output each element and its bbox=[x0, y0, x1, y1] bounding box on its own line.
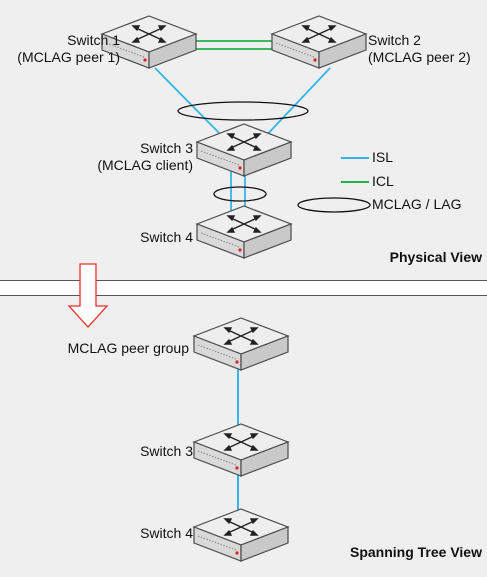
mclag-ellipse bbox=[177, 101, 309, 121]
switch-2-name: Switch 2 bbox=[368, 32, 421, 48]
legend-mclag-ellipse bbox=[297, 197, 371, 213]
st-switch-4-device bbox=[193, 508, 289, 562]
switch-4-label: Switch 4 bbox=[140, 229, 193, 245]
switch-3-label: Switch 3 (MCLAG client) bbox=[97, 140, 193, 174]
isl-links-physical bbox=[154, 67, 331, 218]
legend-isl-label: ISL bbox=[372, 149, 394, 165]
lag-ellipse bbox=[213, 186, 267, 202]
switch-3-device bbox=[196, 123, 292, 177]
switch-1-name: Switch 1 bbox=[67, 32, 120, 48]
st-switch-3-label: Switch 3 bbox=[140, 443, 193, 459]
switch-3-name: Switch 3 bbox=[140, 140, 193, 156]
spanning-tree-view-title: Spanning Tree View bbox=[349, 544, 482, 560]
switch-2-label: Switch 2 (MCLAG peer 2) bbox=[368, 32, 471, 66]
switch-4-device bbox=[196, 205, 292, 259]
physical-view-title: Physical View bbox=[389, 249, 482, 265]
switch-3-role: (MCLAG client) bbox=[97, 157, 193, 173]
icl-links bbox=[196, 40, 280, 50]
peer-group-label: MCLAG peer group bbox=[67, 340, 189, 356]
legend-icl-label: ICL bbox=[372, 173, 394, 189]
peer-group-device bbox=[193, 317, 289, 371]
st-switch-4-label: Switch 4 bbox=[140, 525, 193, 541]
legend-mclag-label: MCLAG / LAG bbox=[372, 196, 462, 212]
switch-2-role: (MCLAG peer 2) bbox=[368, 49, 471, 65]
switch-2-device bbox=[271, 15, 367, 69]
switch-1-role: (MCLAG peer 1) bbox=[17, 49, 120, 65]
switch-1-label: Switch 1 (MCLAG peer 1) bbox=[17, 32, 120, 66]
down-arrow-icon bbox=[67, 263, 109, 328]
st-switch-3-device bbox=[193, 423, 289, 477]
